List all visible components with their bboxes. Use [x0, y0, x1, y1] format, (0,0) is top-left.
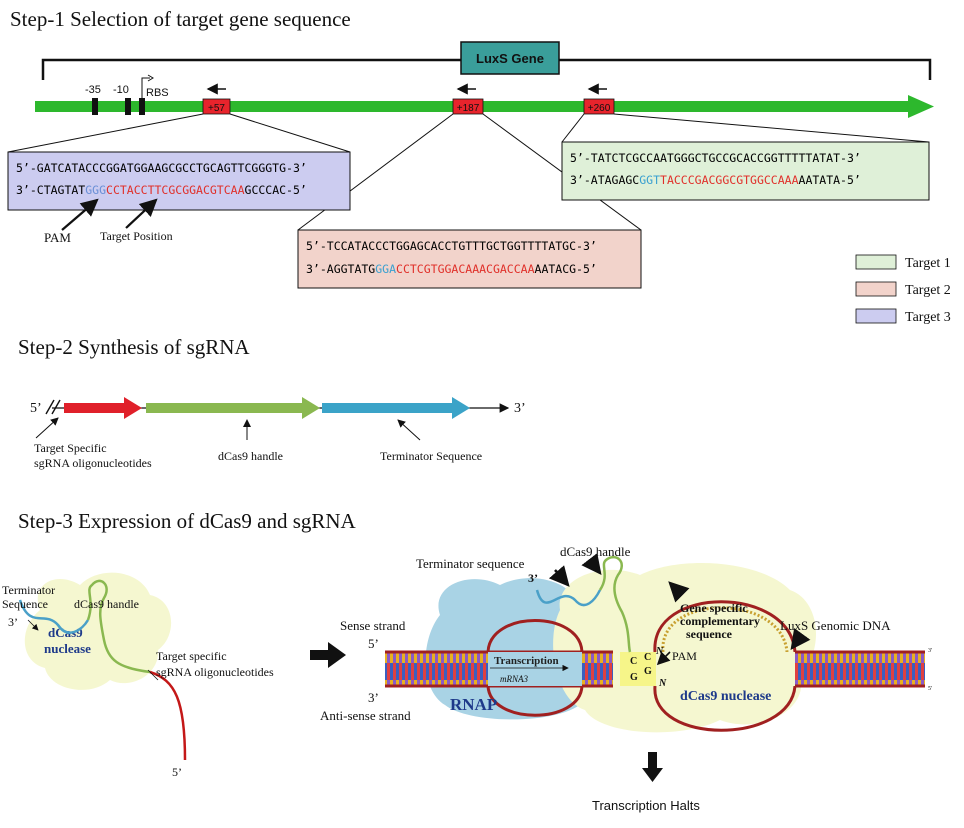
base-c2: C: [644, 652, 651, 663]
target1-line2: 3’-ATAGAGCGGTTACCCGACGGCGTGGCCAAAAATATA-…: [570, 173, 861, 187]
right-3prime: 3’: [528, 571, 538, 585]
sgrna-5prime: 5’: [30, 401, 42, 416]
target2-line2: 3’-AGGTATGGGACCTCGTGGACAAACGACCAAAATACG-…: [306, 262, 597, 276]
right-terminator-strand: [535, 589, 602, 607]
step1-title: Step-1 Selection of target gene sequence: [10, 7, 351, 31]
target2-line1: 5’-TCCATACCCTGGAGCACCTGTTTGCTGGTTTTATGC-…: [306, 239, 597, 253]
base-c1: C: [630, 656, 637, 667]
left-nuclease-blob: [24, 572, 172, 690]
pam-pointer: PAM: [44, 198, 99, 245]
legend-item-target2: Target 2: [855, 281, 951, 298]
left-complex: dCas9 nuclease 3’ Terminator Sequence dC…: [2, 572, 274, 779]
left-handle-strand: [86, 579, 151, 674]
step3-title: Step-3 Expression of dCas9 and sgRNA: [18, 509, 357, 533]
svg-text:Target 3: Target 3: [905, 310, 951, 325]
right-complex: Transcription mRNA3 RNAP C G C G N N PAM…: [320, 544, 932, 733]
base-n2: N: [658, 678, 667, 689]
target2-box: 5’-TCCATACCCTGGAGCACCTGTTTGCTGGTTTTATGC-…: [297, 229, 642, 289]
right-handle-label: dCas9 handle: [560, 544, 631, 559]
rnap-label: RNAP: [450, 695, 497, 714]
step2-labels: Target Specific sgRNA oligonucleotides d…: [34, 417, 482, 470]
minus35-label: -35: [85, 84, 101, 96]
base-g2: G: [644, 666, 652, 677]
terminator-segment: [322, 403, 456, 413]
dcas9-handle-segment: [146, 403, 306, 413]
gene-specific-label-1: Gene specific: [680, 601, 748, 615]
target3-line2: 3’-CTAGTATGGGCCTACCTTCGCGGACGTCAAGCCCAC-…: [16, 183, 307, 197]
luxs-genomic-dna-label: LuxS Genomic DNA: [780, 618, 891, 633]
site-57-label: +57: [208, 103, 225, 114]
gene-specific-label-2: complementary: [680, 614, 760, 628]
right-terminator-label: Terminator sequence: [416, 556, 525, 571]
transcription-label: Transcription: [494, 655, 559, 667]
dna-ladder-right: [795, 652, 925, 686]
svg-text:Target 1: Target 1: [905, 256, 951, 271]
right-handle-strand: [598, 555, 632, 653]
site-187: +187: [452, 83, 484, 115]
handle-label: dCas9 handle: [218, 449, 283, 463]
legend: Target 1 Target 2 Target 3: [855, 254, 951, 325]
right-nuclease-blob: [553, 563, 817, 733]
mrna-label: mRNA3: [500, 674, 529, 684]
result: Transcription Halts: [592, 752, 700, 813]
antisense-strand-label: Anti-sense strand: [320, 708, 411, 723]
left-3prime: 3’: [8, 615, 18, 629]
target-specific-segment: [64, 403, 126, 413]
step2-title: Step-2 Synthesis of sgRNA: [18, 335, 250, 359]
left-handle-label: dCas9 handle: [74, 597, 139, 611]
gene-specific-label-3: sequence: [686, 627, 733, 641]
pam-label: PAM: [44, 230, 71, 245]
terminator-label: Terminator Sequence: [380, 449, 482, 463]
left-terminator-strand: [18, 599, 90, 634]
left-target-strand: [149, 670, 187, 761]
site-260-label: +260: [588, 103, 611, 114]
minus10-label: -10: [113, 84, 129, 96]
dna-end-top: 3': [928, 648, 932, 654]
target3-line1: 5’-GATCATACCCGGATGGAAGCGCCTGCAGTTCGGGTG-…: [16, 161, 307, 175]
site-57: +57: [202, 83, 231, 115]
process-arrow: [310, 642, 346, 668]
base-g1: G: [630, 672, 638, 683]
base-n1: N: [655, 646, 664, 657]
right-pam-label: PAM: [672, 649, 697, 663]
target-position-pointer: Target Position: [100, 198, 173, 243]
target3-box: 5’-GATCATACCCGGATGGAAGCGCCTGCAGTTCGGGTG-…: [7, 151, 351, 211]
dna-end-bottom: 5': [928, 686, 932, 692]
luxs-gene-label: LuxS Gene: [476, 51, 544, 66]
promoter-region: -35 -10 RBS: [85, 74, 169, 115]
sgrna-construct: 5’ 3’: [30, 397, 526, 419]
transcription-halts-label: Transcription Halts: [592, 798, 700, 813]
sense-strand-label: Sense strand: [340, 618, 406, 633]
svg-text:Target 2: Target 2: [905, 283, 951, 298]
rbs-label: RBS: [146, 87, 169, 99]
right-5prime: 5’: [368, 636, 379, 651]
left-target-label-2: sgRNA oligonucleotides: [156, 665, 274, 679]
right-nuclease-label: dCas9 nuclease: [680, 689, 771, 704]
left-target-label-1: Target specific: [156, 649, 227, 663]
left-nuclease-label-2: nuclease: [44, 641, 91, 656]
sgrna-3prime: 3’: [514, 401, 526, 416]
left-terminator-label-1: Terminator: [2, 583, 55, 597]
target1-line1: 5’-TATCTCGCCAATGGGCTGCCGCACCGGTTTTTATAT-…: [570, 151, 861, 165]
target-specific-label-1: Target Specific: [34, 441, 107, 455]
target-position-label: Target Position: [100, 229, 173, 243]
site-260: +260: [583, 83, 615, 115]
legend-item-target3: Target 3: [855, 308, 951, 325]
target-specific-label-2: sgRNA oligonucleotides: [34, 456, 152, 470]
left-5prime: 5’: [172, 765, 182, 779]
legend-item-target1: Target 1: [855, 254, 951, 271]
site-187-label: +187: [457, 103, 480, 114]
target1-box: 5’-TATCTCGCCAATGGGCTGCCGCACCGGTTTTTATAT-…: [561, 141, 930, 201]
left-terminator-label-2: Sequence: [2, 597, 48, 611]
luxs-gene-box: LuxS Gene: [460, 41, 560, 75]
right-3prime-b: 3’: [368, 690, 379, 705]
